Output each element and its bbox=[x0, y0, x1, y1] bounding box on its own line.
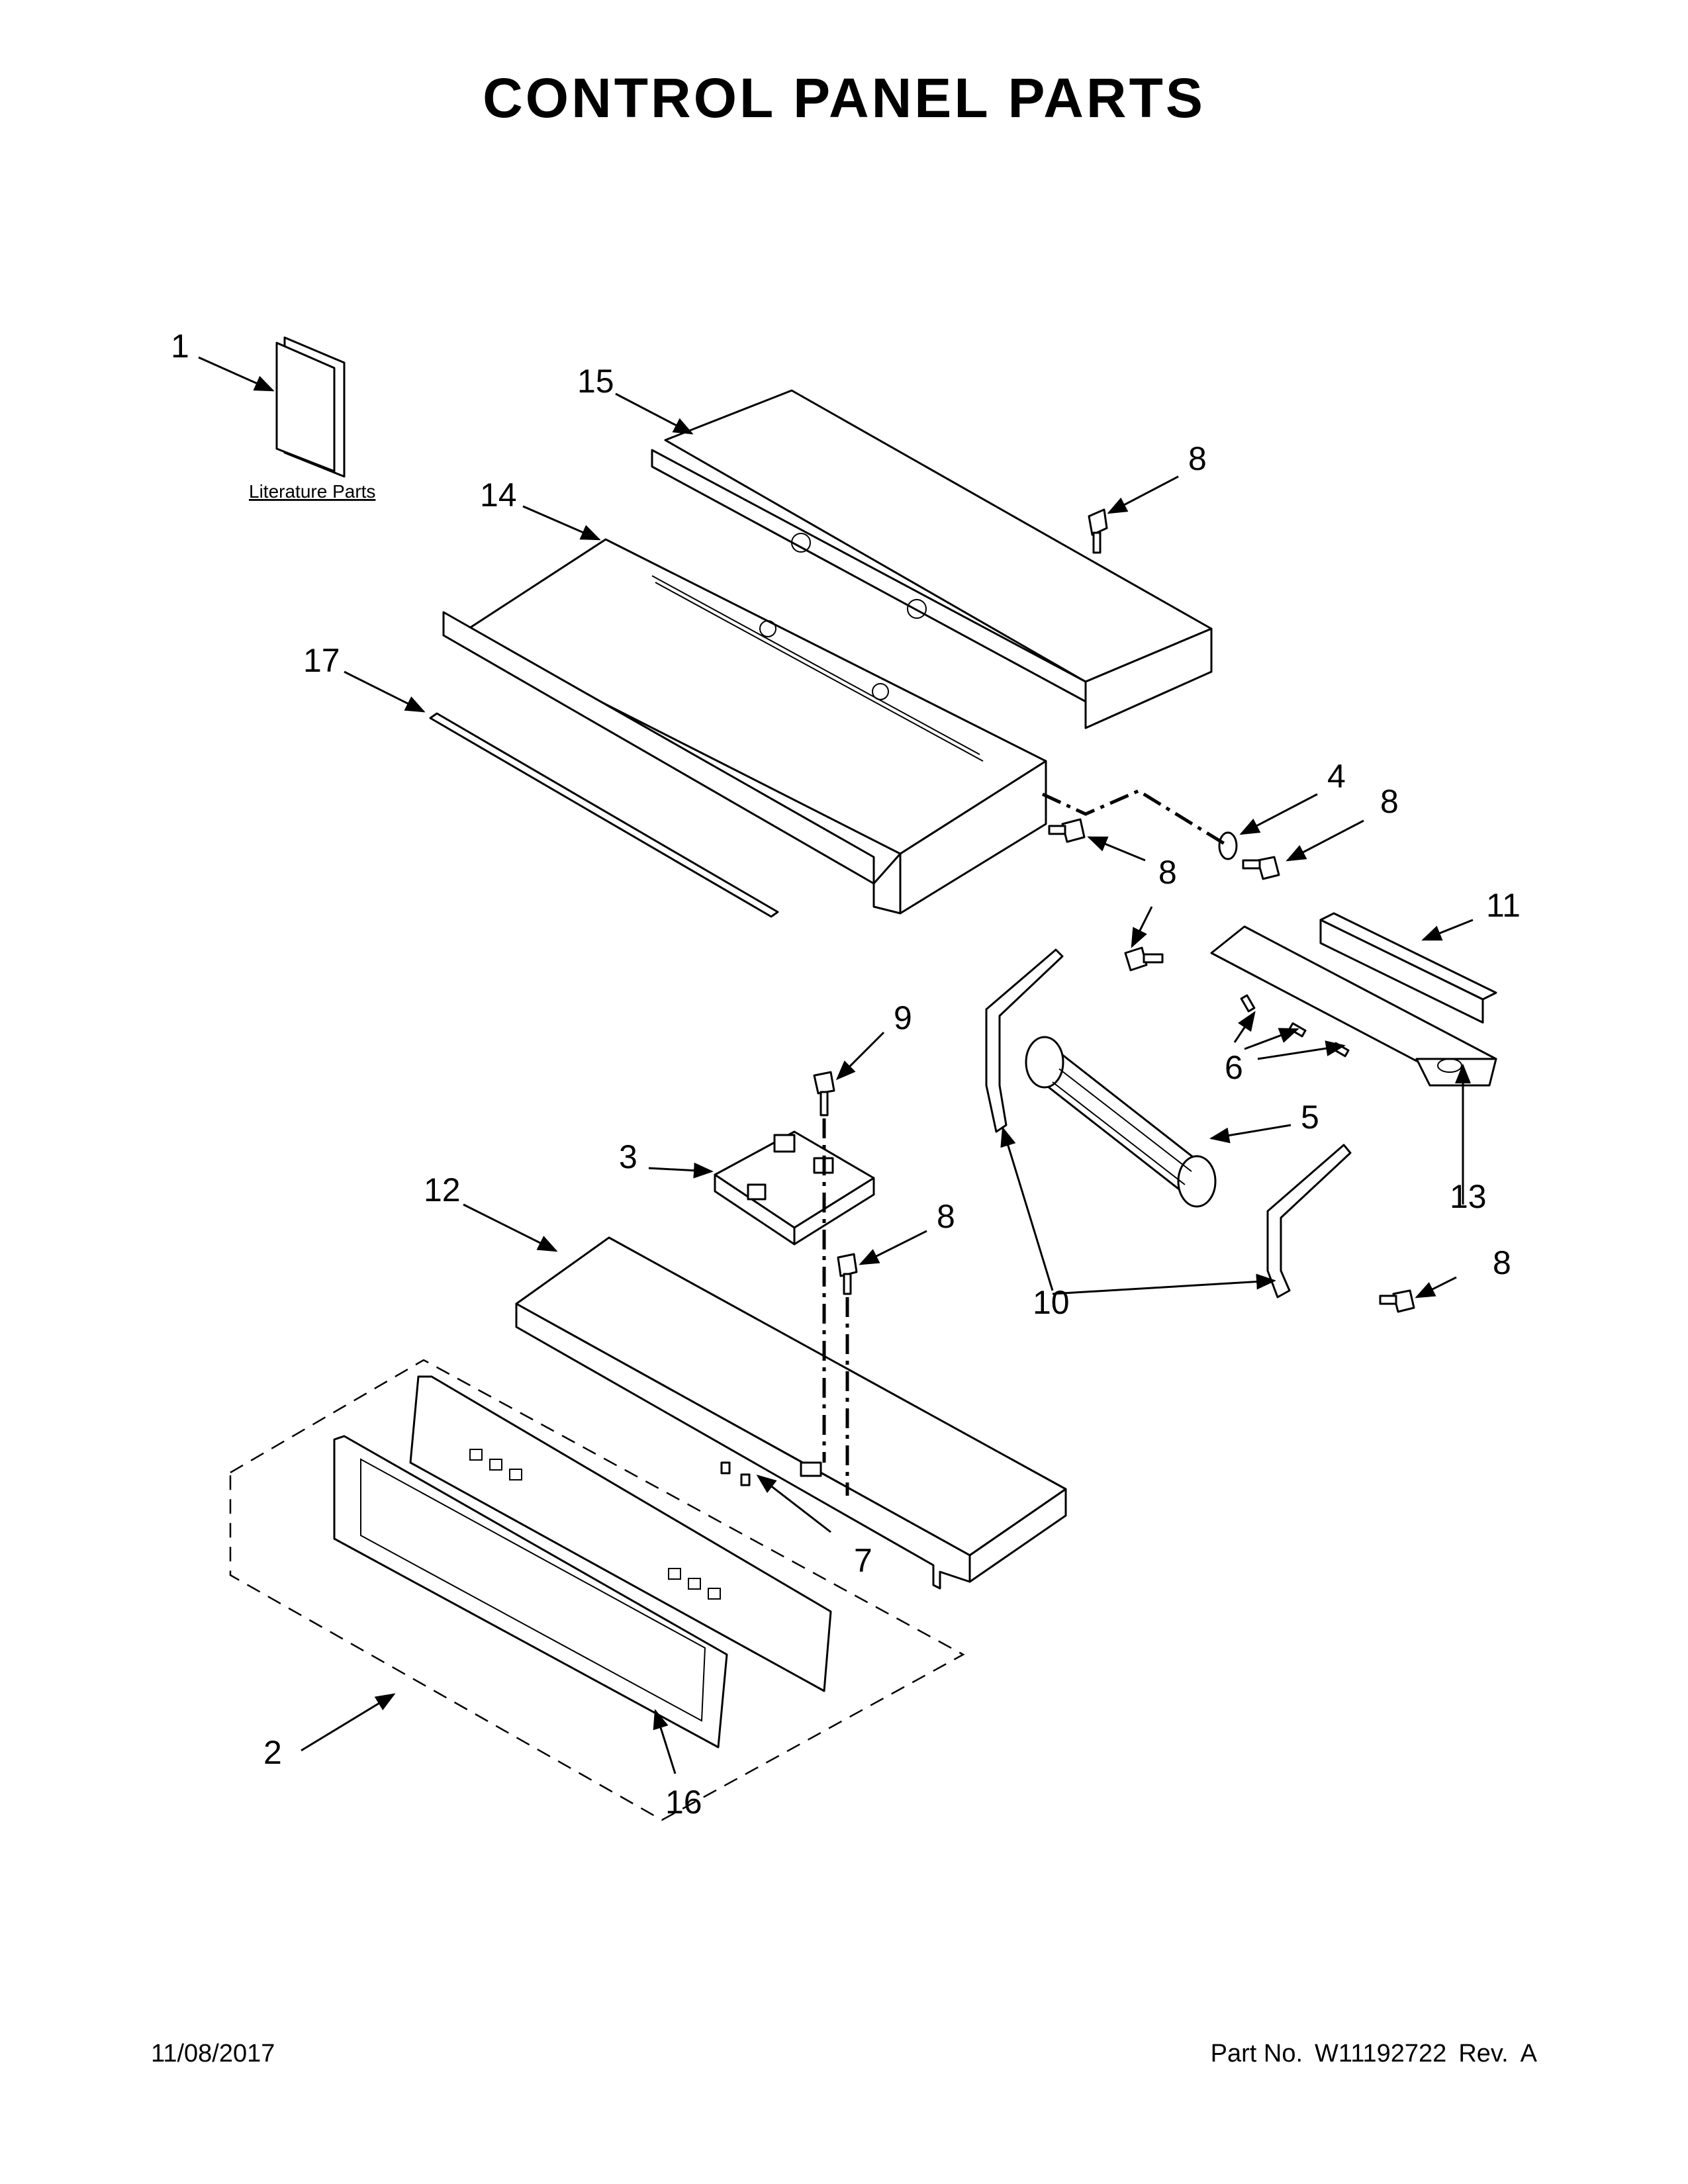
part-4-washer bbox=[1218, 831, 1238, 860]
callout-8: 8 bbox=[1380, 783, 1399, 820]
callout-5: 5 bbox=[1301, 1099, 1319, 1136]
part-7-clips bbox=[720, 1461, 751, 1486]
callout-9: 9 bbox=[894, 999, 912, 1036]
callout-4: 4 bbox=[1327, 758, 1346, 795]
callout-17: 17 bbox=[303, 642, 340, 679]
callout-16: 16 bbox=[665, 1784, 702, 1821]
part-11-foam-strip bbox=[1319, 912, 1497, 1024]
screw-8-washer bbox=[1242, 856, 1280, 880]
part-2-assembly-boundary bbox=[229, 1359, 965, 1821]
callout-3: 3 bbox=[619, 1138, 637, 1175]
part-5-fan bbox=[1025, 1036, 1217, 1208]
screw-8-top bbox=[1088, 508, 1108, 554]
part-16-glass bbox=[333, 1435, 728, 1749]
part-no-value: W11192722 bbox=[1315, 2040, 1447, 2068]
callout-13: 13 bbox=[1450, 1178, 1487, 1215]
callout-14: 14 bbox=[480, 477, 517, 514]
part-17-trim-strip bbox=[429, 712, 779, 918]
callout-15: 15 bbox=[577, 363, 614, 400]
screw-8-board bbox=[837, 1253, 858, 1295]
part-10-bracket-right bbox=[1266, 1144, 1352, 1298]
rev-label: Rev. bbox=[1458, 2040, 1509, 2068]
callout-1: 1 bbox=[171, 328, 189, 365]
callout-2: 2 bbox=[263, 1734, 282, 1771]
screw-8-housing bbox=[1048, 818, 1086, 843]
assembly-line bbox=[1041, 789, 1226, 846]
part-10-bracket-left bbox=[985, 948, 1064, 1133]
part-3-control-board bbox=[714, 1130, 875, 1246]
callout-7: 7 bbox=[854, 1542, 872, 1579]
part-12-mounting-plate bbox=[515, 1236, 1067, 1590]
literature-parts-label: Literature Parts bbox=[249, 481, 375, 502]
screw-8-fan bbox=[1379, 1289, 1415, 1313]
callout-6: 6 bbox=[1225, 1049, 1243, 1086]
part-15-upper-cover bbox=[651, 389, 1213, 729]
part-14-control-housing bbox=[442, 538, 1047, 915]
footer-part-number: Part No. W11192722 Rev. A bbox=[1199, 2040, 1537, 2068]
callout-12: 12 bbox=[424, 1171, 461, 1208]
callout-8: 8 bbox=[937, 1198, 955, 1235]
part-no-label: Part No. bbox=[1210, 2040, 1303, 2068]
callout-8: 8 bbox=[1188, 440, 1207, 477]
literature-booklet: Literature Parts bbox=[249, 336, 375, 502]
screw-9 bbox=[813, 1071, 835, 1116]
page-title: CONTROL PANEL PARTS bbox=[483, 67, 1205, 129]
callout-8: 8 bbox=[1158, 854, 1177, 891]
callout-8: 8 bbox=[1493, 1244, 1511, 1281]
callout-11: 11 bbox=[1486, 887, 1521, 924]
part-2-console bbox=[409, 1375, 832, 1692]
callout-10: 10 bbox=[1033, 1284, 1070, 1321]
rev-value: A bbox=[1520, 2040, 1537, 2068]
footer-date: 11/08/2017 bbox=[151, 2040, 275, 2068]
screw-8-bracket bbox=[1124, 946, 1164, 972]
